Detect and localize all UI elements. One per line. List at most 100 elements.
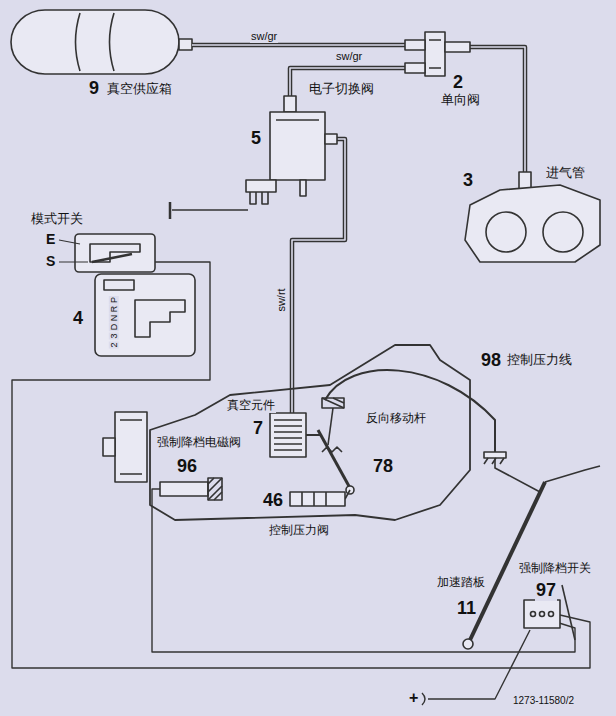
kickdown-solenoid [160,478,222,500]
selector-plate [135,300,185,337]
vacuum-element [270,413,320,457]
vacuum-hose [192,44,405,46]
reverse-lever [318,430,350,488]
transmission-housing [103,345,470,520]
mode-switch [59,240,88,262]
switch-valve [250,192,268,204]
wire-label: sw/gr [335,50,363,63]
part-label: 模式开关 [30,212,84,227]
gear-letter: 3 [109,332,119,339]
check-valve [405,32,470,76]
callout-number: 4 [72,308,84,329]
control-cable [325,370,495,452]
part-label: 控制压力阀 [268,524,330,538]
gear-letter: D [109,323,119,332]
vacuum-hose [470,47,525,172]
callout-number: 9 [88,78,100,99]
vacuum-element [270,413,306,457]
callout-number: 96 [176,456,198,477]
control-cable [484,452,506,458]
kickdown-switch [549,612,554,617]
control-pressure-valve [302,492,326,506]
accelerator-pedal [540,482,545,492]
ground-wire [172,209,248,211]
switch-valve [270,112,325,180]
vacuum-tank [11,10,192,74]
ground-wire [170,202,248,219]
selector-plate [95,274,195,356]
vacuum-hose [192,43,405,48]
kickdown-switch [524,600,560,628]
transmission-housing [103,438,115,456]
mode-switch [90,244,140,262]
switch-valve [246,180,276,192]
kickdown-solenoid [160,482,208,496]
electric-wire [422,693,425,705]
switch-valve [325,134,337,144]
drawing-number: 1273-11580/2 [512,695,575,707]
kickdown-solenoid [208,478,222,500]
gear-letter: P [109,296,119,304]
reverse-lever [322,447,342,452]
check-valve [429,40,441,68]
terminal-sign: + [408,689,419,707]
mode-switch [92,254,132,262]
accelerator-pedal [470,482,545,640]
illustration [11,10,600,705]
selector-plate [95,274,195,356]
kickdown-switch [531,612,536,617]
part-label: 控制压力线 [506,353,573,368]
ground-wire [169,202,172,219]
callout-number: 98 [480,350,502,371]
electric-wire [428,630,530,699]
accelerator-pedal [463,466,600,649]
vacuum-element [306,434,320,436]
gear-letter: N [109,314,119,323]
part-label: 单向阀 [440,93,481,108]
electric-wire [12,262,590,668]
callout-number: 2 [452,72,464,93]
callout-number: 97 [535,580,557,601]
part-label: 强制降档开关 [518,562,592,576]
kickdown-switch [562,585,575,640]
switch-position: S [45,253,56,269]
part-label: 电子切换阀 [308,82,375,97]
intake-manifold [465,172,600,262]
intake-manifold [465,185,600,262]
mode-switch [75,234,155,272]
control-cable [495,458,540,492]
gear-letter: 2 [109,341,119,348]
switch-valve [284,96,296,112]
control-pressure-valve [290,492,345,506]
electric-wire [12,262,590,705]
vacuum-tank [11,10,179,74]
check-valve [445,42,470,52]
callout-number: 3 [462,170,474,191]
check-valve [405,40,425,50]
check-valve [425,32,445,76]
wire-label: sw/rt [275,287,288,312]
part-label: 真空元件 [226,399,276,413]
control-cable [325,370,540,492]
vacuum-hose [470,47,525,172]
switch-position: E [45,231,56,247]
kickdown-solenoid [208,478,222,500]
reverse-lever [328,408,333,445]
transmission-housing [150,345,470,520]
callout-number: 46 [262,490,284,511]
kickdown-switch [540,612,545,617]
switch-valve [300,180,306,196]
vacuum-hose [290,68,405,96]
vacuum-element [274,420,302,450]
switch-valve [246,96,337,204]
callout-number: 7 [252,418,264,439]
selector-plate [104,280,134,290]
control-cable [484,458,504,464]
accelerator-pedal [545,466,600,482]
control-pressure-valve [290,492,345,506]
callout-number: 11 [456,598,477,619]
intake-manifold [543,212,583,252]
callout-number: 78 [372,456,394,477]
gear-letter: R [109,305,119,314]
